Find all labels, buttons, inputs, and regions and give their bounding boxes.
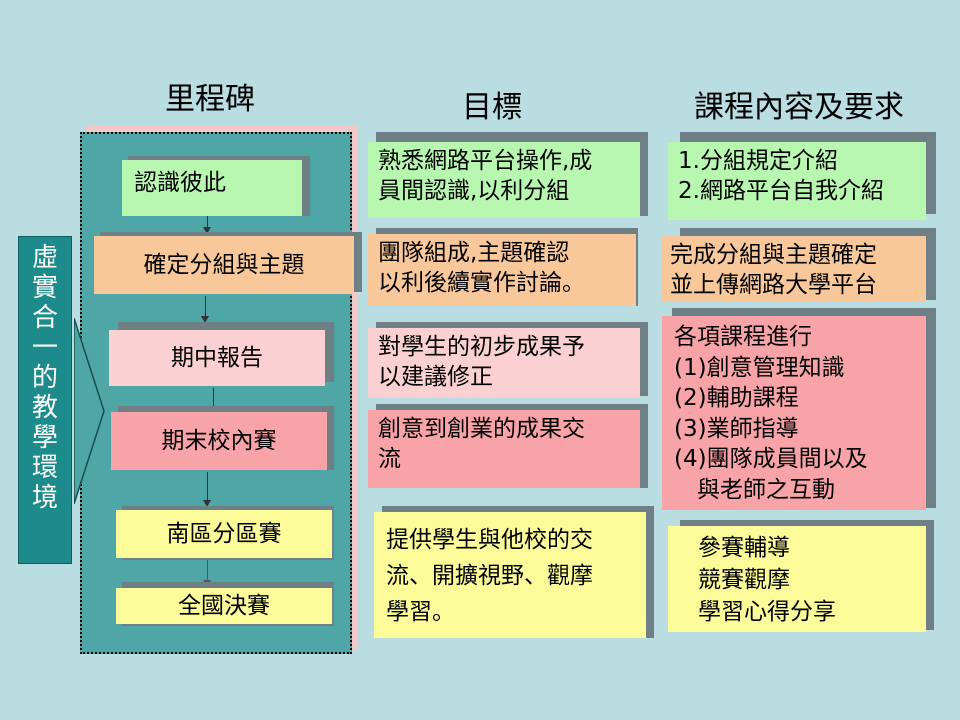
goal-line: 學習。 xyxy=(386,599,455,625)
goal-line: 提供學生與他校的交 xyxy=(386,527,593,553)
goal-box: 創意到創業的成果交 流 xyxy=(368,410,640,488)
course-line: 參賽輔導 xyxy=(698,535,790,561)
side-label-char: 的 xyxy=(31,363,58,393)
side-label-char: 一 xyxy=(31,333,58,363)
goal-box: 團隊組成,主題確認 以利後續實作討論。 xyxy=(368,234,636,306)
goal-box: 對學生的初步成果予 以建議修正 xyxy=(368,328,640,398)
course-line: 競賽觀摩 xyxy=(698,567,790,593)
milestone-box: 確定分組與主題 xyxy=(94,236,354,294)
connector-line xyxy=(207,560,208,582)
goal-line: 創意到創業的成果交 xyxy=(378,416,585,442)
goal-line: 流 xyxy=(378,446,401,472)
milestone-panel xyxy=(80,132,352,654)
connector-line xyxy=(213,388,214,410)
goal-line: 對學生的初步成果予 xyxy=(378,334,585,360)
side-label-char: 境 xyxy=(31,483,58,513)
course-line: 各項課程進行 xyxy=(674,324,812,350)
course-line: 完成分組與主題確定 xyxy=(670,242,877,268)
connector-line xyxy=(205,296,206,318)
course-box: 1.分組規定介紹 2.網路平台自我介紹 xyxy=(668,142,926,220)
goal-line: 熟悉網路平台操作,成 xyxy=(378,148,593,174)
heading-course: 課程內容及要求 xyxy=(694,90,904,125)
course-line: (3)業師指導 xyxy=(674,415,799,442)
goal-line: 員間認識,以利分組 xyxy=(378,178,570,204)
course-line: 學習心得分享 xyxy=(698,599,836,625)
connector-line xyxy=(207,472,208,502)
milestone-box: 全國決賽 xyxy=(116,588,332,624)
right-arrow-icon xyxy=(74,318,105,504)
down-arrow-icon xyxy=(203,500,211,507)
course-line: 2.網路平台自我介紹 xyxy=(678,178,884,204)
goal-line: 團隊組成,主題確認 xyxy=(378,240,570,266)
heading-milestones: 里程碑 xyxy=(165,82,255,117)
goal-line: 流、開擴視野、觀摩 xyxy=(386,563,593,589)
side-label: 虛 實 合 一 的 教 學 環 境 xyxy=(18,236,72,564)
side-label-char: 虛 xyxy=(31,243,58,273)
goal-line: 以建議修正 xyxy=(378,364,493,390)
milestone-box: 期末校內賽 xyxy=(111,412,327,470)
course-box: 參賽輔導 競賽觀摩 學習心得分享 xyxy=(668,526,926,632)
down-arrow-icon xyxy=(203,227,211,234)
milestone-box: 期中報告 xyxy=(109,330,325,386)
side-label-char: 環 xyxy=(31,453,58,483)
course-line: 1.分組規定介紹 xyxy=(678,148,838,174)
course-line: 與老師之互動 xyxy=(674,476,835,503)
course-line: 並上傳網路大學平台 xyxy=(670,272,877,298)
goal-box: 熟悉網路平台操作,成 員間認識,以利分組 xyxy=(368,142,640,218)
goal-box: 提供學生與他校的交 流、開擴視野、觀摩 學習。 xyxy=(374,512,646,638)
heading-goals: 目標 xyxy=(462,90,522,125)
side-label-char: 教 xyxy=(31,393,58,423)
goal-line: 以利後續實作討論。 xyxy=(378,270,585,296)
milestone-box: 認識彼此 xyxy=(122,160,302,216)
down-arrow-icon xyxy=(201,316,209,323)
side-label-char: 實 xyxy=(31,273,58,303)
side-label-char: 學 xyxy=(31,423,58,453)
course-line: (1)創意管理知識 xyxy=(674,354,845,381)
connector-line xyxy=(207,216,208,230)
course-box: 完成分組與主題確定 並上傳網路大學平台 xyxy=(662,236,926,302)
side-label-char: 合 xyxy=(31,303,58,333)
course-line: (2)輔助課程 xyxy=(674,385,799,411)
course-line: (4)團隊成員間以及 xyxy=(674,446,868,472)
course-box: 各項課程進行 (1)創意管理知識 (2)輔助課程 (3)業師指導 (4)團隊成員… xyxy=(662,316,926,510)
milestone-box: 南區分區賽 xyxy=(116,510,332,558)
